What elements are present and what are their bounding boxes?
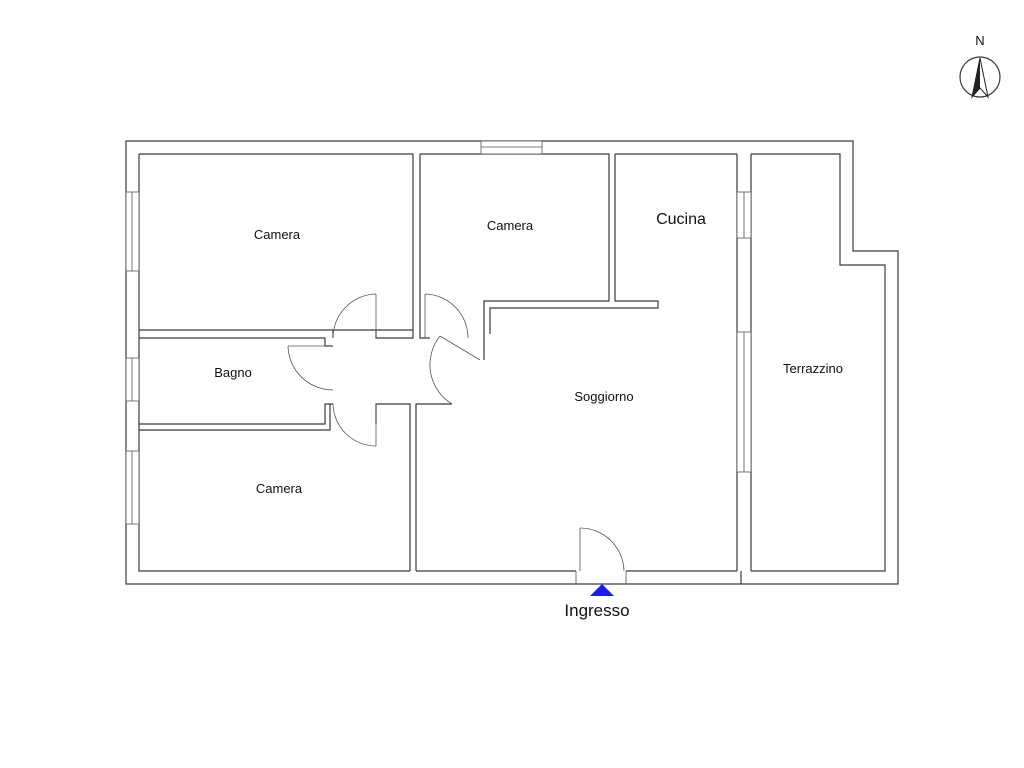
compass: N [959, 33, 1001, 99]
room-label-cucina: Cucina [656, 211, 706, 228]
entrance-label: Ingresso [564, 601, 629, 620]
doors [287, 293, 627, 584]
compass-label: N [975, 33, 984, 48]
window-west-bottom [125, 450, 140, 525]
window-west-top [125, 191, 140, 272]
windows [125, 140, 752, 525]
door-camera-bottom-left [332, 403, 377, 447]
room-label-terrazzino: Terrazzino [783, 361, 843, 376]
room-label-camera-bottom-left: Camera [256, 481, 303, 496]
room-label-bagno: Bagno [214, 365, 252, 380]
door-bagno [287, 345, 334, 391]
door-camera-top-left [332, 293, 377, 339]
door-camera-top-middle [424, 293, 469, 339]
window-west-bagno [125, 357, 140, 402]
door-soggiorno [429, 335, 481, 405]
room-label-soggiorno: Soggiorno [574, 389, 633, 404]
north-arrow-icon [959, 56, 1001, 99]
entrance-arrow-icon [590, 584, 614, 596]
entrance: Ingresso [564, 584, 630, 620]
room-labels: Camera Camera Cucina Bagno Soggiorno Cam… [214, 211, 843, 496]
room-label-camera-top-left: Camera [254, 227, 301, 242]
door-ingresso [575, 527, 627, 584]
room-label-camera-top-middle: Camera [487, 218, 534, 233]
window-north [480, 140, 543, 155]
